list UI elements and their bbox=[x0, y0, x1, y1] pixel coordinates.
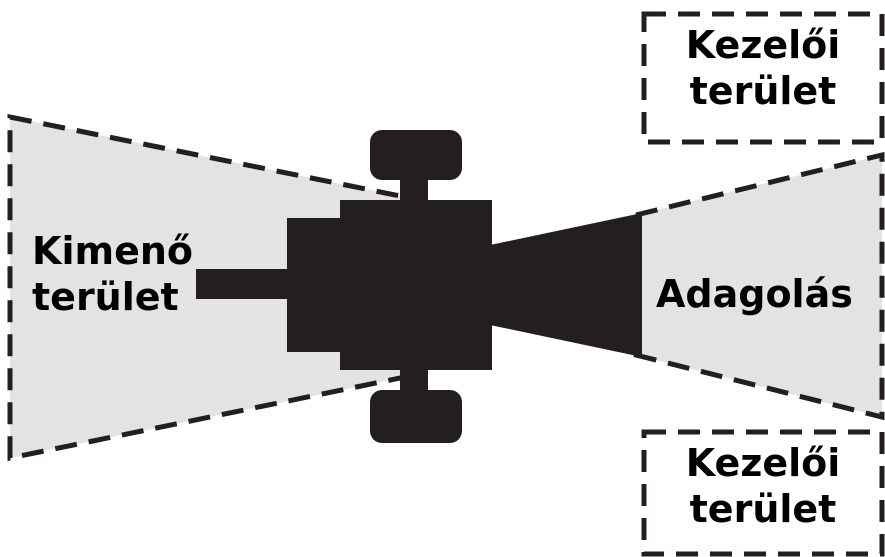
output-area-label: Kimenő terület bbox=[32, 228, 193, 320]
top-wheel bbox=[370, 130, 462, 180]
operator-bottom-line-1: Kezelői bbox=[685, 441, 841, 485]
bottom-wheel bbox=[370, 390, 462, 443]
output-area-line-1: Kimenő bbox=[32, 229, 193, 273]
output-area-line-2: terület bbox=[32, 275, 179, 319]
operator-top-line-1: Kezelői bbox=[685, 23, 841, 67]
feeding-label: Adagolás bbox=[656, 271, 853, 317]
operator-area-bottom-box bbox=[641, 429, 885, 557]
operator-area-top-box bbox=[641, 11, 885, 145]
machine-silhouette bbox=[196, 130, 642, 443]
operator-area-top-label: Kezelői terület bbox=[644, 22, 882, 114]
operator-top-line-2: terület bbox=[689, 69, 837, 113]
feed-hopper bbox=[490, 213, 642, 357]
operator-area-bottom-label: Kezelői terület bbox=[644, 440, 882, 532]
body-upper bbox=[340, 200, 492, 370]
discharge-chute bbox=[196, 269, 291, 299]
operator-bottom-line-2: terület bbox=[689, 487, 837, 531]
body-side bbox=[287, 218, 347, 352]
feeding-text: Adagolás bbox=[656, 272, 853, 316]
feeding-zone bbox=[633, 151, 885, 421]
